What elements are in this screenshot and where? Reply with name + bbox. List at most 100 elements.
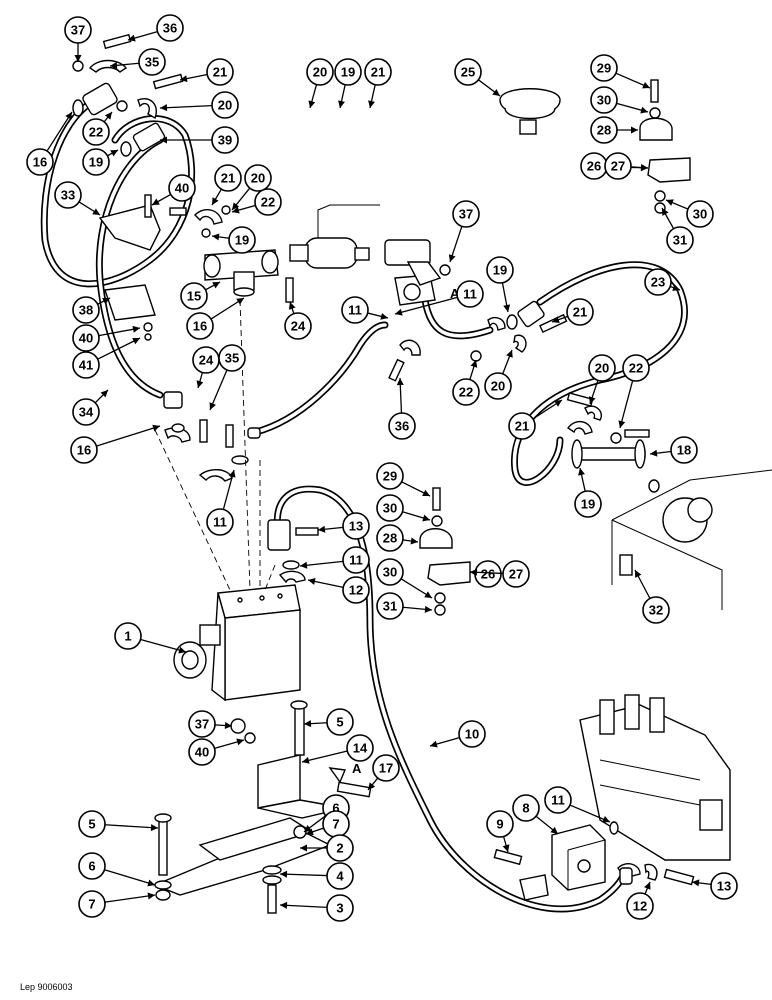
callout-19: 19	[211, 226, 256, 254]
callout-arrowhead	[100, 390, 108, 398]
callout-number: 11	[463, 287, 477, 302]
callout-39: 39	[160, 126, 239, 154]
callout-leader-line	[394, 296, 458, 315]
callout-29: 29	[590, 54, 651, 89]
callout-number: 32	[649, 603, 663, 618]
callout-number: 20	[491, 379, 505, 394]
callout-circle	[218, 344, 246, 372]
callout-arrowhead	[306, 828, 314, 836]
callout-arrowhead	[236, 738, 244, 746]
callout-arrowhead	[152, 198, 160, 205]
callout-number: 3	[336, 901, 343, 916]
callout-33: 33	[54, 181, 101, 216]
callout-arrowhead	[308, 578, 316, 585]
callout-11: 11	[299, 546, 370, 574]
callout-circle	[78, 890, 106, 918]
callout-circle	[72, 296, 100, 324]
callout-circle	[484, 372, 512, 400]
callout-arrowhead	[448, 254, 456, 262]
callout-circle	[644, 268, 672, 296]
callout-leader-line	[97, 337, 141, 360]
callout-14: 14	[301, 734, 374, 764]
callout-16: 16	[70, 424, 161, 464]
callout-arrowhead	[212, 282, 220, 289]
callout-circle	[244, 164, 272, 192]
callout-27: 27	[469, 560, 530, 588]
callout-circle	[72, 398, 100, 426]
callout-number: 21	[573, 305, 587, 320]
callout-arrowhead	[640, 106, 648, 114]
callout-arrowhead	[395, 308, 403, 316]
callout-arrowhead	[554, 400, 562, 407]
callout-number: 16	[77, 443, 91, 458]
callout-circle	[168, 174, 196, 202]
callout-circle	[666, 226, 694, 254]
callout-arrowhead	[410, 537, 418, 545]
callout-arrowhead	[368, 100, 375, 108]
callout-number: 7	[88, 897, 95, 912]
callout-number: 35	[225, 351, 239, 366]
callout-30: 30	[376, 494, 431, 522]
drawing-reference-code: Lep 9006003	[20, 982, 73, 992]
callout-number: 40	[195, 745, 209, 760]
callout-number: 19	[493, 263, 507, 278]
callout-arrowhead	[550, 826, 558, 834]
callout-27: 27	[604, 152, 649, 180]
callout-number: 20	[595, 361, 609, 376]
callout-circle	[228, 226, 256, 254]
callout-26: 26	[469, 560, 502, 588]
callout-36: 36	[127, 14, 184, 42]
callout-number: 12	[633, 899, 647, 914]
callout-circle	[114, 622, 142, 650]
callout-number: 27	[611, 159, 625, 174]
callout-circle	[334, 58, 362, 86]
callout-11: 11	[394, 280, 484, 316]
callout-leader-line	[209, 369, 228, 411]
callout-circle	[486, 810, 514, 838]
callout-circle	[54, 181, 82, 209]
callout-circle	[604, 152, 632, 180]
callout-circle	[376, 524, 404, 552]
callout-circle	[642, 596, 670, 624]
callout-leader-line	[96, 425, 161, 447]
callout-arrowhead	[147, 892, 155, 900]
callout-circle	[458, 720, 486, 748]
callout-arrowhead	[642, 81, 650, 89]
callout-arrowhead	[424, 605, 432, 613]
callout-8: 8	[512, 794, 559, 835]
callout-38: 38	[72, 296, 111, 324]
callout-circle	[284, 312, 312, 340]
callout-circle	[26, 148, 54, 176]
callout-arrowhead	[430, 740, 438, 748]
callout-arrowhead	[318, 525, 326, 533]
callout-number: 19	[581, 497, 595, 512]
callout-2: 2	[300, 834, 354, 862]
callout-number: 25	[461, 65, 475, 80]
callout-arrowhead	[368, 782, 376, 790]
callout-leader-line	[299, 560, 344, 567]
callout-leader-line	[619, 380, 634, 429]
callout-19: 19	[574, 467, 602, 518]
callout-number: 13	[349, 519, 363, 534]
callout-circle	[456, 280, 484, 308]
callout-circle	[82, 148, 110, 176]
callout-circle	[454, 58, 482, 86]
callout-circle	[376, 462, 404, 490]
callout-21: 21	[179, 58, 234, 86]
callout-circle	[376, 592, 404, 620]
callout-41: 41	[72, 337, 141, 379]
callout-number: 4	[336, 869, 344, 884]
callout-circle	[138, 48, 166, 76]
callout-circle	[342, 546, 370, 574]
callout-21: 21	[211, 164, 242, 206]
callout-arrowhead	[228, 470, 236, 478]
callout-number: 15	[187, 289, 201, 304]
callout-arrowhead	[196, 380, 204, 388]
callout-40: 40	[188, 738, 245, 766]
callout-31: 31	[661, 207, 694, 254]
callout-35: 35	[209, 344, 246, 411]
callout-circle	[452, 378, 480, 406]
callout-number: 1	[124, 629, 131, 644]
